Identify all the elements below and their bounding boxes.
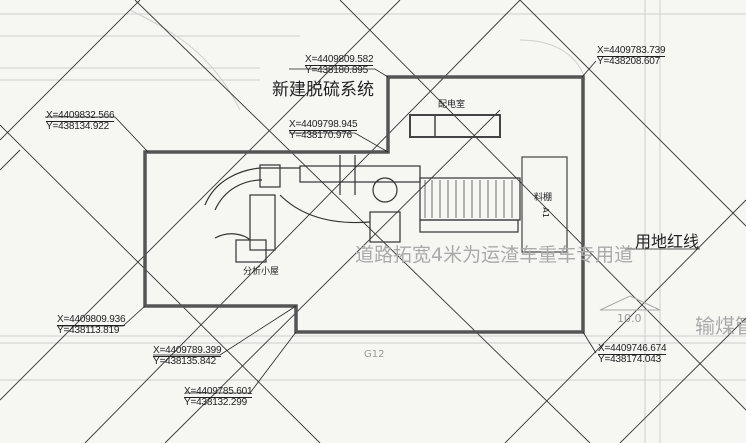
leader-lines xyxy=(45,60,700,394)
grid-reference: G12 xyxy=(364,349,385,360)
slope-value: 10.0 xyxy=(617,312,642,325)
red-line-label: 用地红线 xyxy=(635,232,700,251)
road-widening-note: 道路拓宽4米为运渣车重车专用道 xyxy=(355,244,634,266)
coal-pipe-label: 输煤管 xyxy=(695,314,746,338)
substation-label: 配电室 xyxy=(438,100,466,110)
slope-symbol xyxy=(599,295,661,311)
drawing-title: 新建脱硫系统 xyxy=(272,80,374,100)
analysis-hut-label: 分析小屋 xyxy=(243,267,280,277)
shed-code: A1 xyxy=(540,207,550,218)
material-shed xyxy=(521,156,568,253)
substation-cabinet xyxy=(409,114,501,138)
material-shed-label: 料棚 xyxy=(534,193,553,203)
desulfurization-equipment xyxy=(204,155,521,263)
site-boundary xyxy=(143,75,585,334)
